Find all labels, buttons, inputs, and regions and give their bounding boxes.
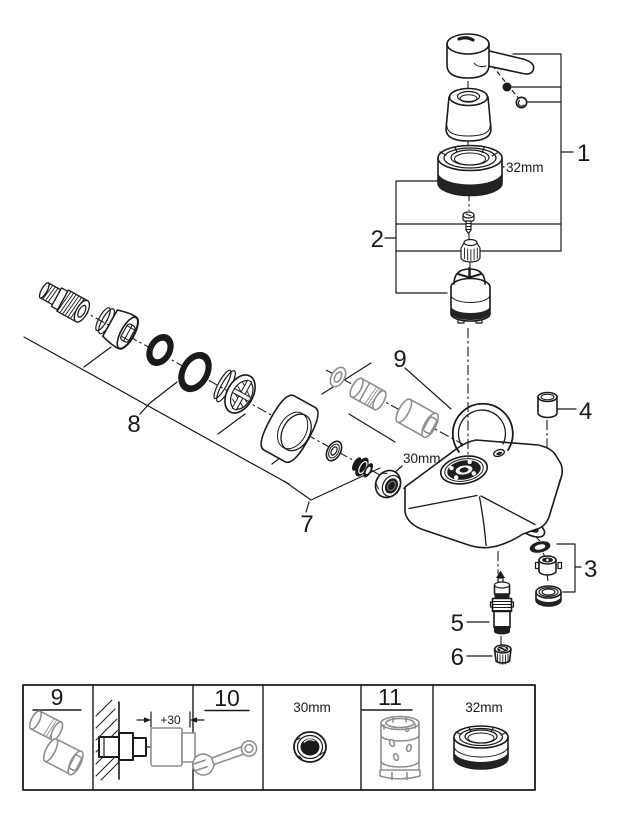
callout-9-bracket	[321, 362, 452, 443]
callout-8-bracket	[23, 336, 290, 485]
wall-flange-icon	[98, 736, 120, 758]
seal-washer	[325, 440, 343, 462]
outlet-sleeve	[535, 585, 562, 607]
cartridge-screw	[462, 211, 475, 235]
dim-ring-nut: 32mm	[506, 160, 544, 175]
mounting-nut	[213, 369, 256, 414]
legend-strip: 9	[22, 684, 536, 791]
ring-nut-icon	[453, 725, 509, 770]
callout-3-bracket	[556, 543, 576, 593]
callout-6: 6	[451, 644, 464, 671]
mixer-body	[404, 402, 564, 549]
callout-9: 9	[393, 346, 406, 373]
outlet-washer	[529, 541, 551, 553]
wall-extension-icon	[150, 727, 183, 767]
legend-union-nut: 30mm	[293, 700, 331, 763]
union-socket	[95, 307, 139, 350]
outlet-valve-set	[529, 541, 563, 607]
collar-inner	[457, 409, 507, 447]
callout-1-bracket	[512, 53, 562, 252]
callout-2-bracket	[395, 180, 448, 294]
handle-cap	[445, 87, 492, 142]
outlet-plug	[493, 644, 512, 665]
check-valve	[351, 457, 374, 478]
union-nut-30mm	[374, 469, 402, 499]
callout-7-bracket	[283, 467, 381, 513]
cartridge-adapter	[460, 238, 481, 263]
legend-wall-dimension: +30	[160, 713, 181, 727]
wrench-icon	[191, 740, 258, 776]
legend-wall-mounting: +30	[95, 699, 205, 781]
callout-labels: 1 2 3 4 5 6 7 8 9 32mm 30mm	[127, 140, 597, 671]
extension-socket	[395, 398, 440, 439]
cartridge-seat	[439, 455, 489, 485]
outlet-check-valve	[534, 555, 563, 576]
escutcheon	[260, 394, 319, 464]
wall-nut-icon	[118, 732, 134, 761]
o-ring-large	[178, 351, 212, 393]
extension-socket-icon	[42, 738, 84, 776]
callout-5: 5	[451, 610, 464, 637]
arrow-left-icon	[190, 717, 197, 723]
handle-screw	[502, 82, 528, 109]
legend-wrench-label: 10	[214, 685, 240, 711]
collar-outer	[451, 402, 514, 453]
legend-union-nut-size: 30mm	[293, 700, 331, 715]
ring-nut-32mm	[437, 144, 503, 197]
legend-socket-tool: 11	[361, 684, 421, 781]
callout-8: 8	[127, 411, 140, 438]
socket-tool-icon	[379, 715, 421, 781]
callout-brackets	[23, 53, 582, 657]
diverter	[489, 570, 515, 635]
o-ring-small	[146, 333, 174, 367]
lever-handle	[446, 33, 535, 79]
extension-set	[329, 366, 440, 439]
dim-union-nut: 30mm	[403, 451, 441, 466]
legend-wrench: 10	[191, 685, 258, 776]
extension-axis	[325, 369, 469, 448]
body-crease	[408, 494, 536, 526]
screw-head	[502, 82, 512, 92]
callout-2: 2	[371, 226, 384, 253]
wall-extension-cap-icon	[181, 732, 196, 763]
legend-ring-nut-size: 32mm	[465, 700, 503, 715]
callout-1: 1	[577, 140, 590, 167]
legend-ring-nut: 32mm	[453, 700, 509, 770]
callout-3: 3	[584, 556, 597, 583]
extension-adapter	[349, 377, 387, 411]
union-nut-icon	[293, 731, 327, 763]
ring-nut-notches	[439, 146, 498, 157]
mount-plug	[537, 391, 558, 419]
legend-socket-tool-label: 11	[378, 684, 402, 710]
arrow-right-icon	[144, 717, 151, 723]
wall-nipple-icon	[132, 737, 147, 757]
callout-4: 4	[579, 398, 592, 425]
legend-extensions: 9	[28, 684, 84, 776]
dimension-ticks	[150, 711, 191, 728]
union-seal-set	[325, 440, 402, 499]
legend-extensions-label: 9	[51, 684, 64, 710]
plug-hole	[493, 448, 505, 458]
wall-union-set	[38, 282, 319, 464]
handle-slot	[457, 36, 475, 42]
cartridge	[450, 266, 491, 324]
callout-7: 7	[300, 511, 313, 538]
extension-seal	[329, 366, 347, 388]
union-nipple	[38, 282, 91, 323]
